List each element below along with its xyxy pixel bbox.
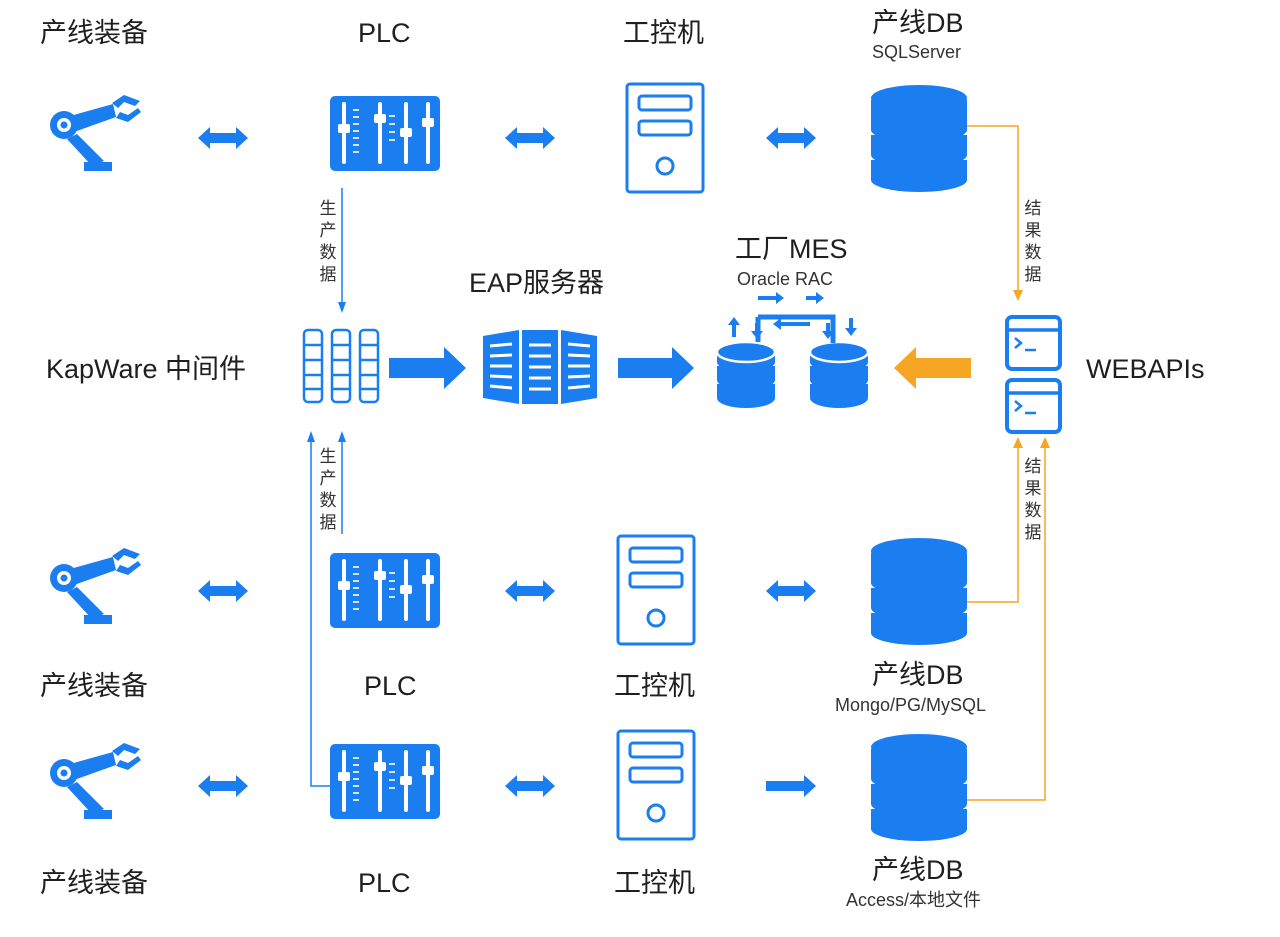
label-plc-bot: PLC <box>358 868 411 898</box>
industrial-pc-icon-mid <box>616 534 696 646</box>
industrial-pc-icon-top <box>625 82 705 194</box>
label-production-data-top: 生产数据 <box>319 199 337 284</box>
middleware-icon <box>302 328 380 404</box>
database-icon-top <box>871 85 967 192</box>
label-webapis: WEBAPIs <box>1086 354 1205 384</box>
label-ipc-bot: 工控机 <box>614 868 695 898</box>
label-db-bot: 产线DB <box>872 855 964 885</box>
terminal-window-icon-1 <box>1005 315 1062 371</box>
robot-arm-icon-top <box>50 95 141 171</box>
arrow-plc-ipc-top <box>505 127 555 149</box>
result-data-connector-top <box>967 125 1023 301</box>
label-db-mid-sub: Mongo/PG/MySQL <box>835 695 987 715</box>
plc-controller-icon-bot <box>328 742 442 821</box>
plc-controller-icon-top <box>328 94 442 173</box>
label-db-mid: 产线DB <box>872 660 964 690</box>
cluster-database-icon <box>715 292 870 410</box>
label-production-data-bottom: 生产数据 <box>319 447 337 532</box>
label-mes-sub: Oracle RAC <box>737 269 834 289</box>
label-db-top-sub: SQLServer <box>872 42 962 62</box>
robot-arm-icon-mid <box>50 548 141 624</box>
label-result-data-top: 结果数据 <box>1024 199 1042 284</box>
production-data-connector-top <box>338 188 346 313</box>
label-plc-top: PLC <box>358 18 411 48</box>
label-result-data-bottom: 结果数据 <box>1024 457 1042 542</box>
label-ipc-mid: 工控机 <box>614 671 695 701</box>
arrow-plc-ipc-mid <box>505 580 555 602</box>
label-db-bot-sub: Access/本地文件 <box>846 890 982 910</box>
label-equipment-bot: 产线装备 <box>40 868 148 898</box>
arrow-ipc-db-top <box>766 127 816 149</box>
label-db-top: 产线DB <box>872 8 964 38</box>
arrow-kapware-eap <box>389 347 466 389</box>
label-kapware: KapWare 中间件 <box>46 354 247 384</box>
arrow-equipment-plc-bot <box>198 775 248 797</box>
robot-arm-icon-bot <box>50 743 141 819</box>
plc-controller-icon-mid <box>328 551 442 630</box>
database-icon-bot <box>871 734 967 841</box>
label-plc-mid: PLC <box>364 671 417 701</box>
label-eap: EAP服务器 <box>469 268 605 298</box>
server-rack-icon <box>483 330 597 404</box>
arrow-eap-mes <box>618 347 694 389</box>
arrow-equipment-plc-top <box>198 127 248 149</box>
label-ipc-top: 工控机 <box>623 18 704 48</box>
result-data-connector-bottom <box>967 437 1050 801</box>
label-mes: 工厂MES <box>735 234 848 264</box>
arrow-plc-ipc-bot <box>505 775 555 797</box>
database-icon-mid <box>871 538 967 645</box>
industrial-pc-icon-bot <box>616 729 696 841</box>
arrow-ipc-db-bot <box>766 775 816 797</box>
label-equipment-mid: 产线装备 <box>40 671 148 701</box>
arrow-ipc-db-mid <box>766 580 816 602</box>
production-data-connector-bottom <box>307 431 346 787</box>
terminal-window-icon-2 <box>1005 378 1062 434</box>
label-equipment-top: 产线装备 <box>40 18 148 48</box>
arrow-equipment-plc-mid <box>198 580 248 602</box>
arrow-webapi-mes <box>894 347 971 389</box>
